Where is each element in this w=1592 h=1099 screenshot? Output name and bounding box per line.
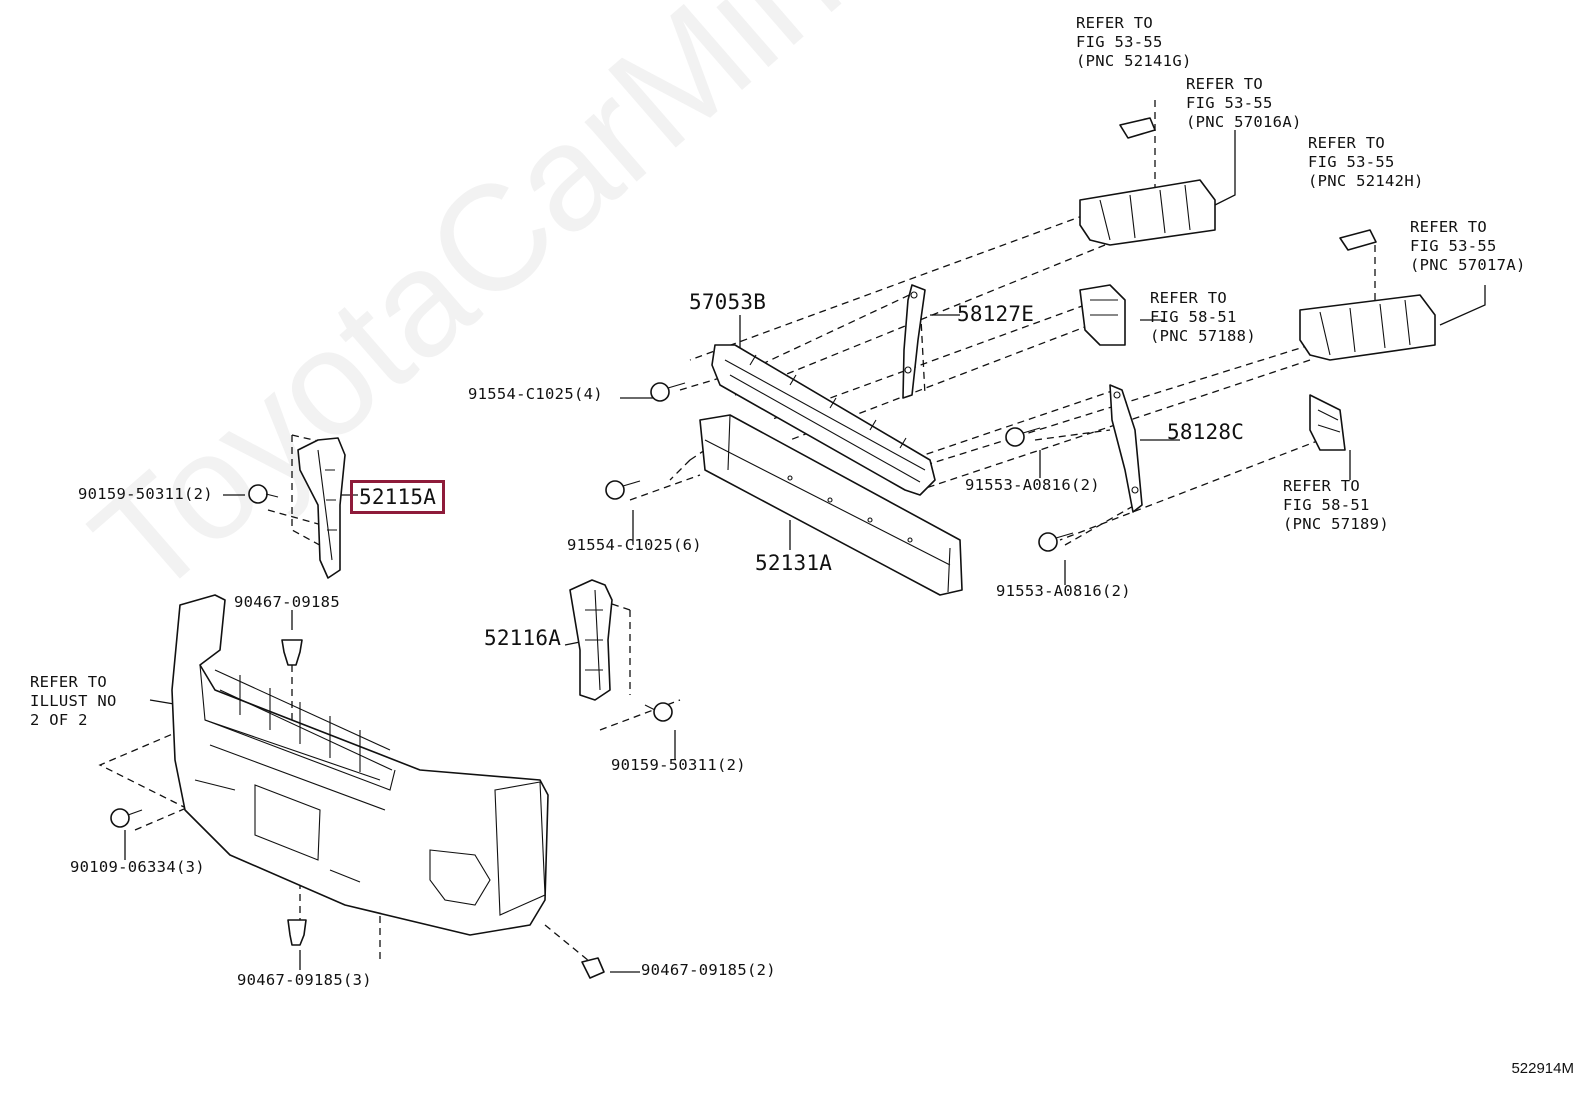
clip-52141G-shape <box>1119 117 1156 139</box>
bolt-91554-a <box>650 382 686 402</box>
ref-52142H: REFER TO FIG 53-55 (PNC 52142H) <box>1308 134 1424 190</box>
fastener-91554-4: 91554-C1025(4) <box>468 385 603 403</box>
fastener-91553-b: 91553-A0816(2) <box>996 582 1131 600</box>
fastener-90109: 90109-06334(3) <box>70 858 205 876</box>
fastener-90467-2: 90467-09185(2) <box>641 961 776 979</box>
screw-90159-l <box>248 484 279 504</box>
bracket-57189-shape <box>1309 394 1346 451</box>
part-52115A-highlighted[interactable]: 52115A <box>350 480 446 514</box>
clip-90467-top <box>281 639 303 666</box>
part-58127E: 58127E <box>957 302 1035 326</box>
ref-illust: REFER TO ILLUST NO 2 OF 2 <box>30 673 117 729</box>
fastener-91554-6: 91554-C1025(6) <box>567 536 702 554</box>
clip-90467-3 <box>287 919 307 946</box>
bolt-91553-b <box>1038 532 1074 552</box>
screw-90159-r <box>644 702 673 722</box>
fastener-90467-top: 90467-09185 <box>234 593 340 611</box>
ref-57016A: REFER TO FIG 53-55 (PNC 57016A) <box>1186 75 1302 131</box>
part-52131A: 52131A <box>755 551 833 575</box>
bolt-91553-a <box>1005 427 1041 447</box>
reinforcement-52131A-shape <box>699 414 963 596</box>
ref-57188: REFER TO FIG 58-51 (PNC 57188) <box>1150 289 1256 345</box>
bolt-91554-b <box>605 480 641 500</box>
illustration-code: 522914M <box>1511 1060 1574 1077</box>
reinforcement-57053B-shape <box>711 344 936 496</box>
fastener-91553-a: 91553-A0816(2) <box>965 476 1100 494</box>
part-58128C: 58128C <box>1167 420 1245 444</box>
ref-57189: REFER TO FIG 58-51 (PNC 57189) <box>1283 477 1389 533</box>
retainer-52116A-shape <box>569 579 613 701</box>
part-57053B: 57053B <box>689 290 767 314</box>
fastener-90467-3: 90467-09185(3) <box>237 971 372 989</box>
bolt-90109 <box>110 808 143 828</box>
ref-57017A: REFER TO FIG 53-55 (PNC 57017A) <box>1410 218 1526 274</box>
part-52116A: 52116A <box>484 626 562 650</box>
bracket-57188-shape <box>1079 284 1126 346</box>
bracket-57017A-shape <box>1299 294 1436 361</box>
ref-52141G: REFER TO FIG 53-55 (PNC 52141G) <box>1076 14 1192 70</box>
bumper-cover-shape <box>171 594 549 936</box>
bracket-58128C-shape <box>1109 384 1143 513</box>
retainer-52115A-shape <box>297 437 346 579</box>
leader-lines <box>124 130 1486 973</box>
fastener-90159-right: 90159-50311(2) <box>611 756 746 774</box>
clip-90467-2 <box>581 957 605 979</box>
bracket-57016A-shape <box>1079 179 1216 246</box>
bracket-58127E-shape <box>902 284 926 399</box>
clip-52142H-shape <box>1339 229 1377 251</box>
fastener-90159-left: 90159-50311(2) <box>78 485 213 503</box>
